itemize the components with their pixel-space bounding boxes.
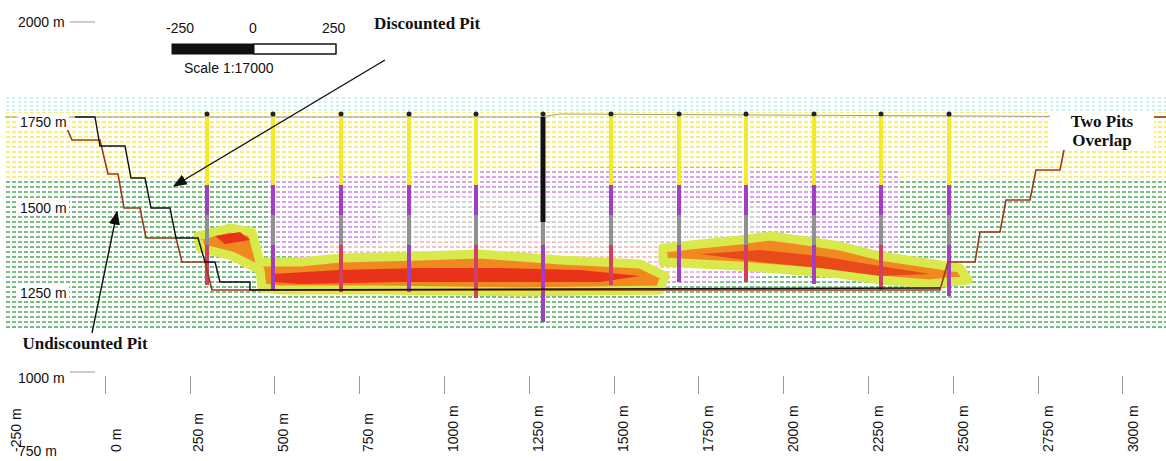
- scale-label: 750 m: [18, 443, 57, 459]
- axis-label: 2000 m: [785, 405, 801, 452]
- scale-label: 0: [249, 20, 257, 36]
- callout-label: Discounted Pit: [372, 14, 482, 33]
- scale-label: 1750 m: [18, 114, 69, 130]
- scale-label: 1000 m: [18, 370, 65, 386]
- axis-label: 1000 m: [445, 405, 461, 452]
- axis-label: 250 m: [190, 413, 206, 452]
- scale-label: 1250 m: [18, 285, 69, 301]
- scale-label: 1500 m: [18, 200, 69, 216]
- axis-label: 2500 m: [955, 405, 971, 452]
- scale-label: Scale 1:17000: [184, 60, 274, 76]
- axis-label: 1750 m: [700, 405, 716, 452]
- axis-label: 750 m: [360, 413, 376, 452]
- axis-label: 500 m: [275, 413, 291, 452]
- axis-label: 1250 m: [530, 405, 546, 452]
- scale-label: -250: [166, 20, 194, 36]
- scale-label: 2000 m: [18, 14, 65, 30]
- axis-label: 0 m: [108, 429, 124, 452]
- callout-label: Two Pits Overlap: [1050, 112, 1154, 150]
- axis-label: 1500 m: [615, 405, 631, 452]
- scale-label: 250: [322, 20, 345, 36]
- axis-label: 2250 m: [870, 405, 886, 452]
- axis-label: 3000 m: [1125, 405, 1141, 452]
- callout-label: Undiscounted Pit: [10, 334, 160, 353]
- axis-label: 2750 m: [1040, 405, 1056, 452]
